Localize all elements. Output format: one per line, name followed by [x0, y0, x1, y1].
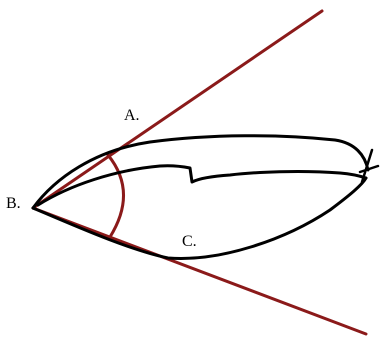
- shape-stem: [358, 148, 380, 184]
- label-b: B.: [6, 195, 21, 212]
- ray-bc: [31, 206, 368, 336]
- ray-ba: [31, 9, 324, 210]
- angle-arc: [106, 153, 125, 239]
- shape-outline-midrib: [36, 164, 368, 207]
- label-a: A.: [124, 107, 140, 124]
- shape-outline-upper: [31, 134, 370, 210]
- label-c: C.: [182, 233, 197, 250]
- shape-outline-lower: [31, 176, 368, 260]
